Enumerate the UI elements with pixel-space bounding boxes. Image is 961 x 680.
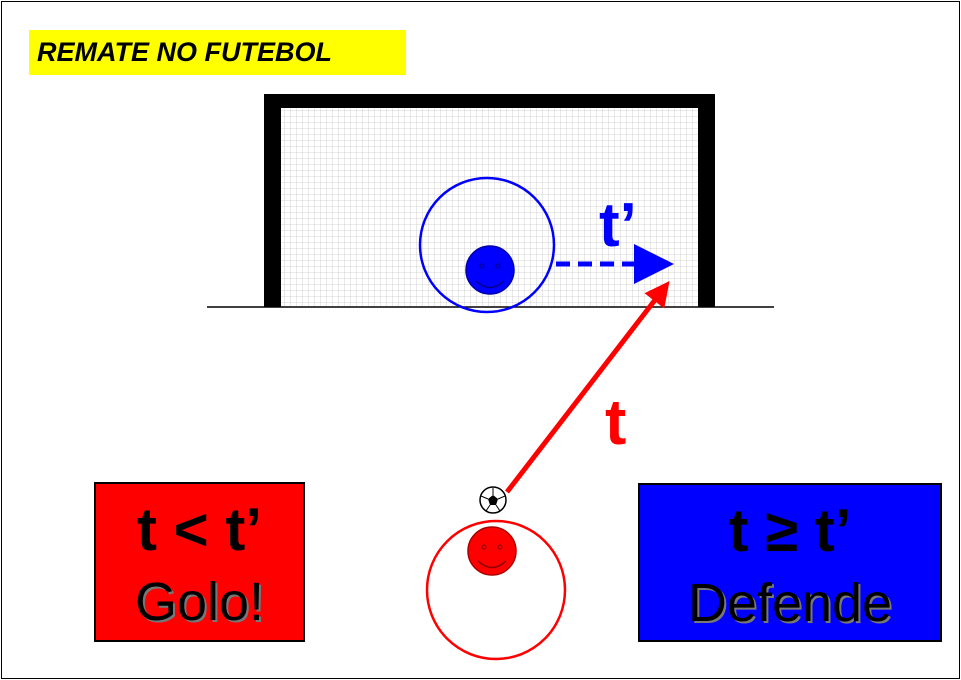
goalkeeper-smiley-icon [465,245,515,295]
save-result: Defende [687,573,893,633]
striker-smiley-icon [467,526,517,576]
goal-left-post [264,94,281,307]
shot-arrow [505,281,670,494]
shot-time-label: t [605,386,626,458]
save-condition: t ≥ t’ [728,497,852,564]
goal-right-post [698,94,715,307]
slide-title: REMATE NO FUTEBOL [37,37,332,67]
goal-outcome-box: t < t’ Golo! [94,482,305,642]
goal-crossbar [264,94,715,108]
title-highlight: REMATE NO FUTEBOL [29,30,406,75]
save-outcome-box: t ≥ t’ Defende [638,483,942,642]
striker-circle [425,519,567,661]
soccer-ball-icon [479,486,507,514]
goal-result: Golo! [134,572,265,632]
goalkeeper-reach-circle [418,176,556,314]
goal-condition: t < t’ [136,496,262,563]
keeper-time-label: t’ [599,191,637,260]
